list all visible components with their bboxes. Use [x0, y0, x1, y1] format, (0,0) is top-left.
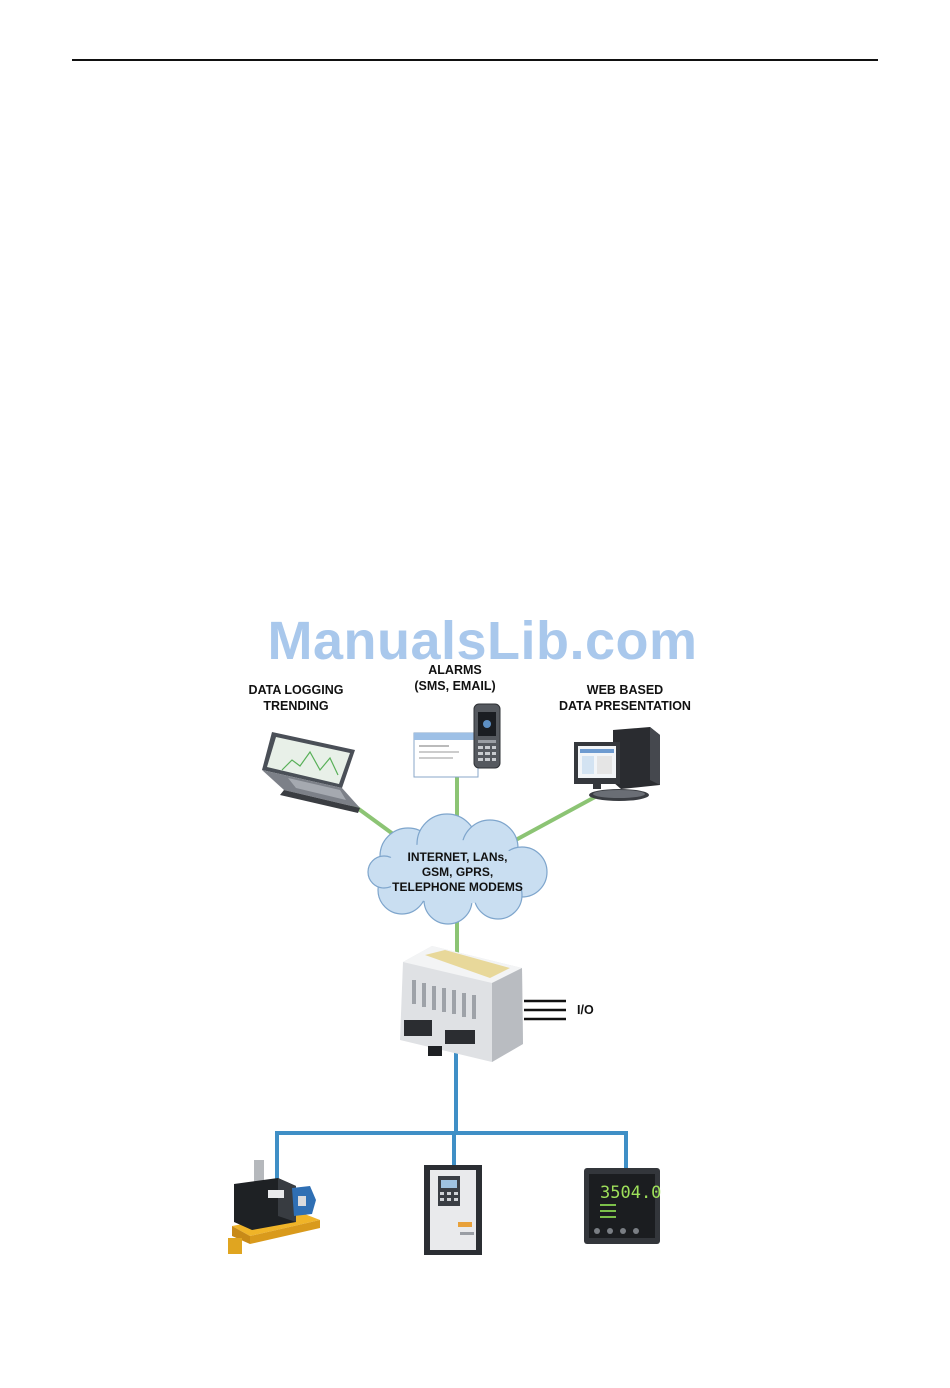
gateway-module-icon	[400, 946, 523, 1062]
label-network-types: INTERNET, LANs, GSM, GPRS, TELEPHONE MOD…	[385, 850, 530, 895]
email-window-icon	[414, 733, 478, 777]
mobile-phone-icon	[474, 704, 500, 768]
controller-display-text: 3504.0	[600, 1183, 661, 1203]
process-controller-icon: 3504.0	[584, 1168, 661, 1244]
label-web-based: WEB BASED DATA PRESENTATION	[555, 682, 695, 714]
drive-unit-icon	[424, 1165, 482, 1255]
laptop-icon	[262, 732, 360, 813]
desktop-computer-icon	[574, 727, 660, 801]
io-lines-icon	[524, 1001, 566, 1019]
link-pc-cloud	[512, 797, 595, 842]
label-io: I/O	[577, 1002, 601, 1018]
label-alarms: ALARMS (SMS, EMAIL)	[395, 662, 515, 694]
generator-icon	[228, 1160, 320, 1254]
label-data-logging: DATA LOGGING TRENDING	[236, 682, 356, 714]
